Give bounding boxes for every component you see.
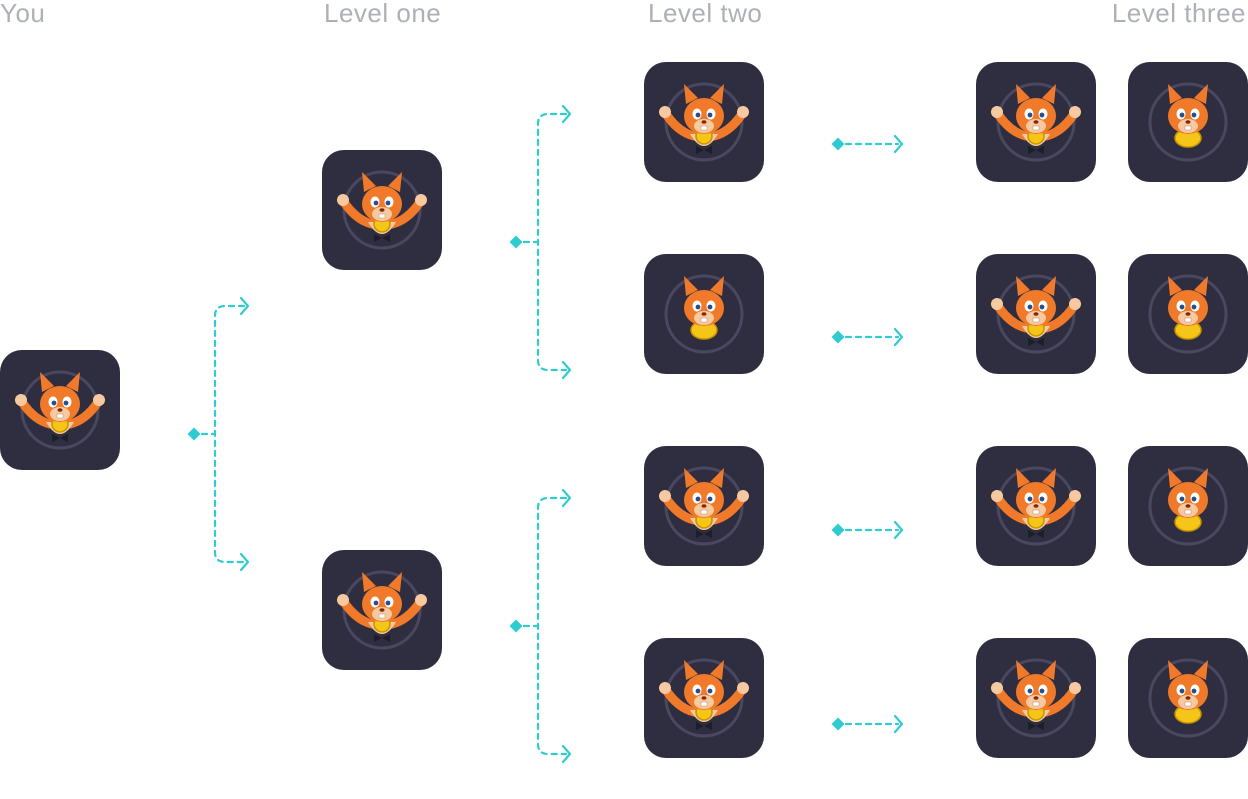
branch-level-one-2-arrow-top [561, 488, 572, 508]
card-level-one-2 [322, 550, 442, 670]
card-you [0, 350, 120, 470]
link-level-two-2-arrow [893, 327, 904, 347]
link-level-two-4-diamond [831, 717, 845, 731]
branch-level-one-2-diamond [509, 619, 523, 633]
branch-you-diamond [187, 427, 201, 441]
card-level-three-1b [1128, 62, 1248, 182]
card-level-three-4b [1128, 638, 1248, 758]
link-level-two-1-diamond [831, 137, 845, 151]
link-level-two-3-diamond [831, 523, 845, 537]
card-level-two-2 [644, 254, 764, 374]
card-level-three-2a [976, 254, 1096, 374]
card-level-three-2b [1128, 254, 1248, 374]
card-level-three-4a [976, 638, 1096, 758]
card-level-two-3 [644, 446, 764, 566]
header-level-three: Level three [1111, 0, 1246, 28]
branch-level-one-1-arrow-bottom [561, 360, 572, 380]
card-level-two-1 [644, 62, 764, 182]
branch-level-one-2-arrow-bottom [561, 744, 572, 764]
card-level-two-4 [644, 638, 764, 758]
card-level-one-1 [322, 150, 442, 270]
link-level-two-2-diamond [831, 330, 845, 344]
card-level-three-3b [1128, 446, 1248, 566]
link-level-two-1-arrow [893, 134, 904, 154]
header-level-one: Level one [324, 0, 442, 28]
link-level-two-3-arrow [893, 520, 904, 540]
branch-you-arrow-top [239, 296, 250, 316]
card-level-three-3a [976, 446, 1096, 566]
branch-you-arrow-bottom [239, 552, 250, 572]
card-level-three-1a [976, 62, 1096, 182]
header-you: You [0, 0, 46, 28]
branch-level-one-1-arrow-top [561, 104, 572, 124]
header-level-two: Level two [648, 0, 763, 28]
branch-level-one-2-bracket [536, 496, 568, 756]
branch-level-one-1-diamond [509, 235, 523, 249]
branch-you-bracket [213, 304, 246, 564]
link-level-two-4-arrow [893, 714, 904, 734]
branch-level-one-1-bracket [536, 112, 568, 372]
